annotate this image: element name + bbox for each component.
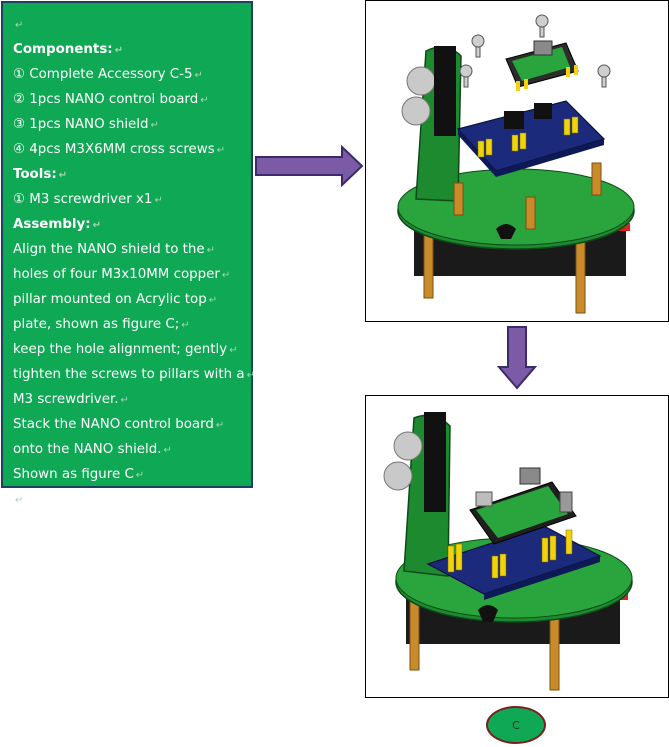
paragraph-mark-icon: ↵ [120,395,129,406]
paragraph-mark-icon: ↵ [150,120,159,131]
section-heading: Assembly:↵ [13,213,243,238]
down-arrow-icon [497,326,537,390]
instruction-text: Shown as figure C [13,467,134,482]
instruction-line: ① Complete Accessory C-5↵ [13,63,243,88]
paragraph-mark-icon: ↵ [15,20,24,31]
instruction-line: ② 1pcs NANO control board↵ [13,88,243,113]
paragraph-mark-icon: ↵ [181,320,190,331]
instruction-text: tighten the screws to pillars with a [13,367,245,382]
paragraph-mark-icon: ↵ [154,195,163,206]
instruction-text: Assembly: [13,217,91,232]
paragraph-mark-icon: ↵ [194,70,203,81]
instruction-text: M3 screwdriver. [13,392,119,407]
paragraph-mark-icon: ↵ [163,445,172,456]
instruction-line: Align the NANO shield to the↵ [13,238,243,263]
paragraph-mark-icon: ↵ [206,245,216,256]
paragraph-mark-icon: ↵ [135,470,145,481]
instruction-line: ③ 1pcs NANO shield↵ [13,113,243,138]
paragraph-mark-icon: ↵ [114,45,124,56]
instruction-text: pillar mounted on Acrylic top [13,292,207,307]
exploded-assembly-figure [365,0,669,322]
instruction-text: ② 1pcs NANO control board [13,92,199,107]
exploded-assembly-drawing [397,14,635,314]
assembled-drawing [383,412,633,691]
paragraph-mark-icon: ↵ [15,495,24,506]
section-heading: Components:↵ [13,38,243,63]
instruction-text: ① Complete Accessory C-5 [13,67,193,82]
paragraph-mark-icon: ↵ [216,145,226,156]
instruction-line: ↵ [13,488,243,513]
instruction-line: ④ 4pcs M3X6MM cross screws↵ [13,138,243,163]
instruction-text: ④ 4pcs M3X6MM cross screws [13,142,215,157]
instruction-line: holes of four M3x10MM copper↵ [13,263,243,288]
instruction-line: onto the NANO shield.↵ [13,438,243,463]
assembled-figure [365,395,669,698]
instruction-line: keep the hole alignment; gently↵ [13,338,243,363]
instruction-line: Stack the NANO control board↵ [13,413,243,438]
instruction-text: Align the NANO shield to the [13,242,205,257]
right-arrow-icon [255,145,364,187]
instruction-text: ③ 1pcs NANO shield [13,117,149,132]
instruction-line: plate, shown as figure C;↵ [13,313,243,338]
paragraph-mark-icon: ↵ [208,295,218,306]
paragraph-mark-icon: ↵ [200,95,209,106]
instruction-text: Components: [13,42,113,57]
instruction-panel: ↵Components:↵① Complete Accessory C-5↵② … [1,1,255,506]
instruction-text: ① M3 screwdriver x1 [13,192,153,207]
instruction-line: ↵ [13,13,243,38]
paragraph-mark-icon: ↵ [246,370,255,381]
instruction-text: Stack the NANO control board [13,417,214,432]
instruction-line: M3 screwdriver.↵ [13,388,243,413]
instruction-line: tighten the screws to pillars with a↵ [13,363,255,388]
instruction-text: holes of four M3x10MM copper [13,267,220,282]
figure-label: C [486,706,546,744]
instruction-line: ① M3 screwdriver x1↵ [13,188,243,213]
instruction-text: keep the hole alignment; gently [13,342,228,357]
paragraph-mark-icon: ↵ [221,270,231,281]
instruction-line: Shown as figure C↵ [13,463,243,488]
section-heading: Tools:↵ [13,163,243,188]
instruction-text: onto the NANO shield. [13,442,162,457]
instruction-text: Tools: [13,167,57,182]
paragraph-mark-icon: ↵ [229,345,238,356]
instruction-text: plate, shown as figure C; [13,317,180,332]
instruction-line: pillar mounted on Acrylic top↵ [13,288,243,313]
paragraph-mark-icon: ↵ [58,170,68,181]
paragraph-mark-icon: ↵ [215,420,225,431]
paragraph-mark-icon: ↵ [92,220,101,231]
